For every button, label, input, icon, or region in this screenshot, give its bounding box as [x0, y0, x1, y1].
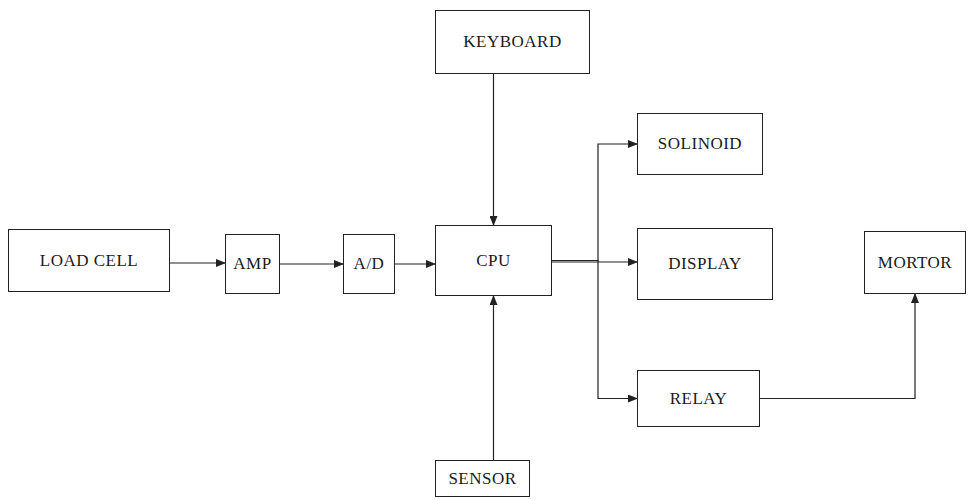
block-box: SENSOR: [435, 460, 530, 497]
block-box: SOLINOID: [637, 113, 763, 175]
block-label: AMP: [233, 254, 271, 274]
signal-arrow: [552, 144, 637, 261]
block-box: A/D: [343, 234, 395, 294]
block-label: A/D: [354, 254, 385, 274]
block-label: SENSOR: [448, 469, 516, 489]
block-label: RELAY: [670, 389, 728, 409]
block-box: RELAY: [637, 370, 760, 427]
signal-arrow: [170, 262, 225, 263]
signal-arrow: [280, 263, 343, 264]
signal-arrow: [552, 261, 637, 262]
signal-arrow: [493, 296, 494, 460]
block-label: SOLINOID: [658, 134, 742, 154]
block-box: AMP: [225, 234, 280, 294]
signal-arrow: [760, 294, 915, 399]
block-label: CPU: [476, 251, 511, 271]
block-label: DISPLAY: [668, 254, 742, 274]
signal-arrow: [395, 263, 435, 264]
block-label: KEYBOARD: [463, 32, 561, 52]
block-box: DISPLAY: [637, 228, 773, 300]
block-box: MORTOR: [864, 231, 966, 294]
signal-arrow: [552, 261, 637, 399]
block-label: MORTOR: [878, 253, 952, 273]
block-box: CPU: [435, 225, 552, 296]
block-label: LOAD CELL: [40, 251, 138, 271]
signal-arrow: [493, 74, 494, 225]
block-box: KEYBOARD: [435, 10, 590, 74]
block-box: LOAD CELL: [8, 229, 170, 292]
